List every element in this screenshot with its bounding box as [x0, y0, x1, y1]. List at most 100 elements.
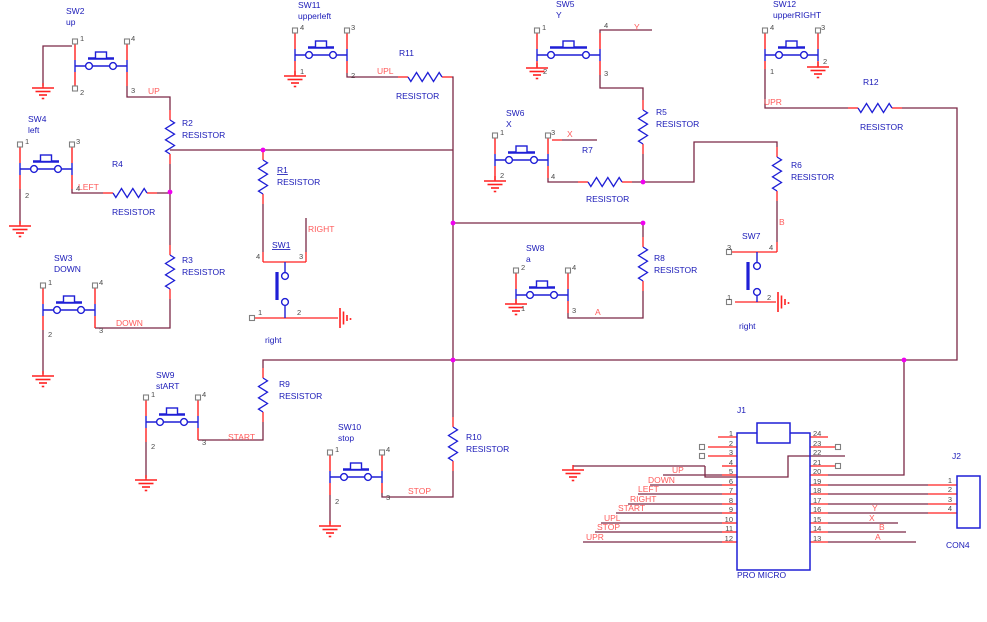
resistor-R1[interactable]	[257, 150, 269, 204]
switch-SW9[interactable]	[145, 400, 199, 442]
net-label-B[interactable]: B	[879, 522, 885, 532]
component-label-up[interactable]: up	[66, 17, 76, 27]
component-label-R12[interactable]: R12	[863, 77, 879, 87]
component-label-SW2[interactable]: SW2	[66, 6, 85, 16]
component-label-upperRIGHT[interactable]: upperRIGHT	[773, 10, 821, 20]
component-label-R3[interactable]: R3	[182, 255, 193, 265]
component-label-R2[interactable]: R2	[182, 118, 193, 128]
component-label-SW8[interactable]: SW8	[526, 243, 545, 253]
component-label-RESISTOR[interactable]: RESISTOR	[654, 265, 697, 275]
resistor-R3[interactable]	[164, 245, 176, 299]
net-label-STOP[interactable]: STOP	[597, 522, 620, 532]
component-label-SW5[interactable]: SW5	[556, 0, 575, 9]
component-label-RESISTOR[interactable]: RESISTOR	[279, 391, 322, 401]
net-label-UPL[interactable]: UPL	[377, 66, 394, 76]
component-label-SW4[interactable]: SW4	[28, 114, 47, 124]
component-label-stop[interactable]: stop	[338, 433, 354, 443]
component-label-RESISTOR[interactable]: RESISTOR	[182, 267, 225, 277]
connector-j1-body[interactable]	[736, 432, 811, 571]
component-label-R10[interactable]: R10	[466, 432, 482, 442]
component-label-right[interactable]: right	[739, 321, 756, 331]
switch-SW12[interactable]	[764, 33, 819, 69]
switch-SW5[interactable]	[536, 33, 601, 75]
resistor-R11[interactable]	[398, 71, 452, 83]
component-label-a[interactable]: a	[526, 254, 531, 264]
switch-SW1[interactable]	[275, 262, 290, 318]
net-label-RIGHT[interactable]: RIGHT	[308, 224, 334, 234]
switch-SW11[interactable]	[294, 33, 348, 75]
component-label-X[interactable]: X	[506, 119, 512, 129]
connector-j2-body[interactable]	[956, 475, 981, 529]
net-label-Y[interactable]: Y	[872, 503, 878, 513]
resistor-R12[interactable]	[848, 102, 902, 114]
component-label-R5[interactable]: R5	[656, 107, 667, 117]
component-label-SW7[interactable]: SW7	[742, 231, 761, 241]
net-label-UP[interactable]: UP	[148, 86, 160, 96]
resistor-R5[interactable]	[637, 100, 649, 154]
component-label-J2[interactable]: J2	[952, 451, 961, 461]
component-label-CON4[interactable]: CON4	[946, 540, 970, 550]
component-label-upperleft[interactable]: upperleft	[298, 11, 332, 21]
component-label-RESISTOR[interactable]: RESISTOR	[182, 130, 225, 140]
net-label-UPR[interactable]: UPR	[764, 97, 782, 107]
net-label-A[interactable]: A	[595, 307, 601, 317]
net-label-UPL[interactable]: UPL	[604, 513, 621, 523]
switch-SW10[interactable]	[329, 455, 383, 495]
component-label-RESISTOR[interactable]: RESISTOR	[586, 194, 629, 204]
resistor-R2[interactable]	[164, 110, 176, 164]
switch-SW2[interactable]	[74, 44, 128, 86]
net-label-UP[interactable]: UP	[672, 465, 684, 475]
component-label-R11[interactable]: R11	[399, 48, 414, 58]
net-label-X[interactable]: X	[567, 129, 573, 139]
component-label-left[interactable]: left	[28, 125, 40, 135]
switch-SW7[interactable]	[746, 252, 762, 302]
component-label-SW9[interactable]: SW9	[156, 370, 175, 380]
component-label-RESISTOR[interactable]: RESISTOR	[396, 91, 439, 101]
component-label-R8[interactable]: R8	[654, 253, 665, 263]
net-label-B[interactable]: B	[779, 217, 785, 227]
component-label-SW12[interactable]: SW12	[773, 0, 796, 9]
switch-SW3[interactable]	[42, 288, 96, 330]
net-label-RIGHT[interactable]: RIGHT	[630, 494, 656, 504]
component-label-RESISTOR[interactable]: RESISTOR	[656, 119, 699, 129]
switch-SW4[interactable]	[19, 147, 73, 189]
component-label-R4[interactable]: R4	[112, 159, 123, 169]
net-label-START[interactable]: START	[618, 503, 645, 513]
resistor-R10[interactable]	[447, 417, 459, 471]
resistor-R4[interactable]	[103, 187, 157, 199]
component-label-SW3[interactable]: SW3	[54, 253, 73, 263]
component-label-Y[interactable]: Y	[556, 10, 562, 20]
component-label-RESISTOR[interactable]: RESISTOR	[466, 444, 509, 454]
net-label-A[interactable]: A	[875, 532, 881, 542]
component-label-R1[interactable]: R1	[277, 165, 288, 175]
component-label-SW1[interactable]: SW1	[272, 240, 291, 250]
component-label-SW11[interactable]: SW11	[298, 0, 321, 10]
net-label-START[interactable]: START	[228, 432, 255, 442]
component-label-RESISTOR[interactable]: RESISTOR	[860, 122, 903, 132]
resistor-R8[interactable]	[637, 237, 649, 291]
component-label-RESISTOR[interactable]: RESISTOR	[277, 177, 320, 187]
component-label-R6[interactable]: R6	[791, 160, 802, 170]
component-label-right[interactable]: right	[265, 335, 282, 345]
net-label-UPR[interactable]: UPR	[586, 532, 604, 542]
net-label-Y[interactable]: Y	[634, 22, 640, 32]
component-label-R9[interactable]: R9	[279, 379, 290, 389]
component-label-RESISTOR[interactable]: RESISTOR	[791, 172, 834, 182]
component-label-SW6[interactable]: SW6	[506, 108, 525, 118]
net-label-LEFT[interactable]: LEFT	[78, 182, 99, 192]
net-label-X[interactable]: X	[869, 513, 875, 523]
component-label-stART[interactable]: stART	[156, 381, 179, 391]
switch-SW6[interactable]	[494, 138, 549, 180]
component-label-R7[interactable]: R7	[582, 145, 593, 155]
component-label-PRO-MICRO[interactable]: PRO MICRO	[737, 570, 787, 580]
resistor-R6[interactable]	[771, 147, 783, 201]
component-label-RESISTOR[interactable]: RESISTOR	[112, 207, 155, 217]
component-label-J1[interactable]: J1	[737, 405, 746, 415]
resistor-R7[interactable]	[578, 176, 632, 188]
component-label-DOWN[interactable]: DOWN	[54, 264, 81, 274]
net-label-DOWN[interactable]: DOWN	[116, 318, 143, 328]
component-label-SW10[interactable]: SW10	[338, 422, 361, 432]
net-label-DOWN[interactable]: DOWN	[648, 475, 675, 485]
net-label-LEFT[interactable]: LEFT	[638, 484, 659, 494]
net-label-STOP[interactable]: STOP	[408, 486, 431, 496]
